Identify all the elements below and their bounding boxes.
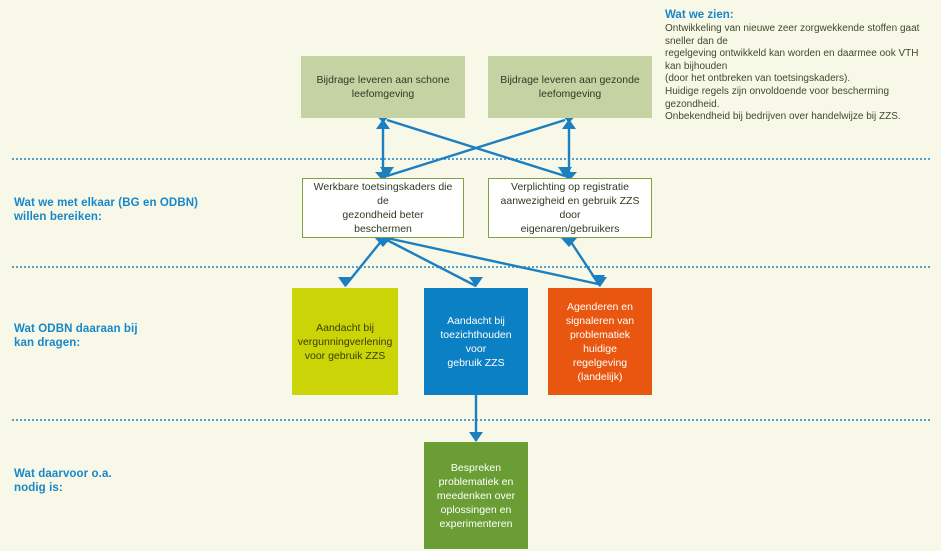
node-aim-registratie-label: Verplichting op registratie aanwezigheid… [500, 181, 640, 235]
node-aim-toetsingskaders-label: Werkbare toetsingskaders die de gezondhe… [313, 181, 453, 235]
band-label-bijdragen: Wat ODBN daaraan bij kan dragen: [14, 323, 138, 349]
band-label-nodig: Wat daarvoor o.a. nodig is: [14, 468, 112, 494]
wire-toetsingskaders-to-toezicht [384, 237, 483, 288]
node-contrib-vergunning[interactable]: Aandacht bij vergunningverlening voor ge… [292, 288, 398, 395]
node-need-bespreken-label: Bespreken problematiek en meedenken over… [436, 461, 516, 530]
note-wat-we-zien: Wat we zien: Ontwikkeling van nieuwe zee… [665, 8, 937, 124]
node-goal-gezonde-label: Bijdrage leveren aan gezonde leefomgevin… [500, 74, 640, 100]
node-goal-gezonde[interactable]: Bijdrage leveren aan gezonde leefomgevin… [488, 56, 652, 118]
wire-gezonde-to-toetsingskaders [380, 118, 566, 178]
wire-registratie-to-agenderen [567, 238, 607, 287]
node-contrib-toezicht-label: Aandacht bij toezichthouden voor gebruik… [440, 314, 512, 369]
note-body: Ontwikkeling van nieuwe zeer zorgwekkend… [665, 23, 920, 123]
node-need-bespreken[interactable]: Bespreken problematiek en meedenken over… [424, 442, 528, 549]
divider-line-1 [12, 158, 930, 160]
node-aim-toetsingskaders[interactable]: Werkbare toetsingskaders die de gezondhe… [302, 178, 464, 238]
divider-line-2 [12, 266, 930, 268]
band-label-bereiken: Wat we met elkaar (BG en ODBN) willen be… [14, 197, 199, 223]
node-contrib-vergunning-label: Aandacht bij vergunningverlening voor ge… [297, 321, 393, 362]
node-contrib-agenderen-label: Agenderen en signaleren van problematiek… [565, 300, 635, 383]
divider-line-3 [12, 419, 930, 421]
node-contrib-agenderen[interactable]: Agenderen en signaleren van problematiek… [548, 288, 652, 395]
node-goal-schone[interactable]: Bijdrage leveren aan schone leefomgeving [301, 56, 465, 118]
wire-toetsingskaders-to-agenderen [386, 236, 605, 286]
note-title: Wat we zien: [665, 9, 734, 21]
wire-toetsingskaders-to-vergunning [338, 238, 384, 287]
node-aim-registratie[interactable]: Verplichting op registratie aanwezigheid… [488, 178, 652, 238]
node-contrib-toezicht[interactable]: Aandacht bij toezichthouden voor gebruik… [424, 288, 528, 395]
node-goal-schone-label: Bijdrage leveren aan schone leefomgeving [316, 74, 450, 100]
